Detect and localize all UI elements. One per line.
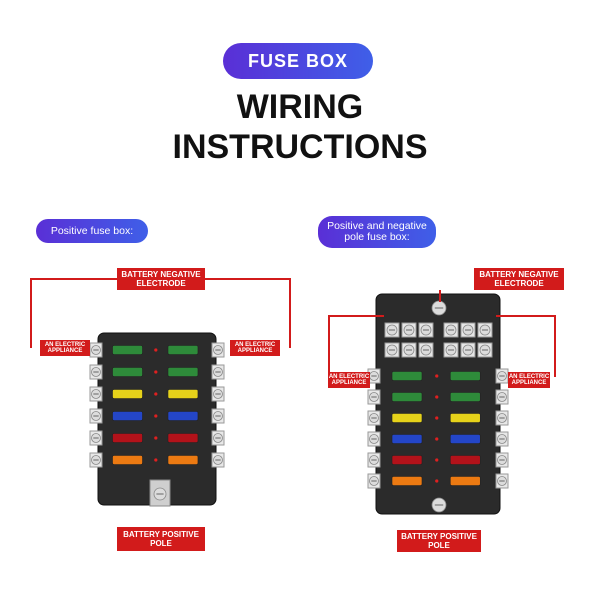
left-wire-right-vertical [289, 278, 291, 348]
right-box-fuse-left-1 [391, 392, 423, 402]
left-box-fuse-left-5 [112, 455, 143, 465]
left-box-led-2 [154, 392, 158, 396]
title-line-2: INSTRUCTIONS [172, 128, 428, 166]
right-box-fuse-right-0 [449, 371, 481, 381]
left-box-fuse-right-3 [167, 411, 199, 421]
right-box-fuse-left-5 [391, 476, 423, 486]
right-wire-right-vertical [554, 315, 556, 377]
right-box-led-3 [435, 437, 439, 441]
right-box-led-1 [435, 395, 439, 399]
left-label-battery-positive: BATTERY POSITIVE POLE [117, 527, 205, 551]
right-wire-top-center [439, 290, 441, 302]
right-wire-top-left [328, 315, 384, 317]
left-box-fuse-left-4 [112, 433, 143, 443]
left-box-led-0 [154, 348, 158, 352]
right-box-led-5 [435, 479, 439, 483]
left-box-fuse-right-2 [167, 389, 199, 399]
right-box-fuse-left-0 [391, 371, 423, 381]
right-box-fuse-left-4 [391, 455, 423, 465]
right-box-fuse-right-1 [449, 392, 481, 402]
left-wire-left-vertical [30, 278, 32, 348]
right-box-fuse-left-2 [391, 413, 423, 423]
left-box-fuse-right-4 [167, 433, 199, 443]
left-box-fuse-right-5 [167, 455, 199, 465]
left-box-fuse-right-1 [167, 367, 199, 377]
right-box-led-0 [435, 374, 439, 378]
right-box-fuse-right-5 [449, 476, 481, 486]
right-box-fuse-right-3 [449, 434, 481, 444]
right-box-fuse-left-3 [391, 434, 423, 444]
left-box-fuse-right-0 [167, 345, 199, 355]
right-caption: Positive and negative pole fuse box: [318, 216, 436, 248]
left-box-fuse-left-3 [112, 411, 143, 421]
left-wire-top-left [30, 278, 117, 280]
left-label-battery-negative: BATTERY NEGATIVE ELECTRODE [117, 268, 205, 290]
left-label-appliance-right: AN ELECTRIC APPLIANCE [230, 340, 280, 356]
left-box-fuse-left-1 [112, 367, 143, 377]
right-wire-left-vertical [328, 315, 330, 377]
left-box-led-1 [154, 370, 158, 374]
right-label-battery-positive: BATTERY POSITIVE POLE [397, 530, 481, 552]
left-box-fuse-left-0 [112, 345, 143, 355]
right-box-fuse-right-4 [449, 455, 481, 465]
left-box-led-5 [154, 458, 158, 462]
left-wire-top-right [204, 278, 291, 280]
fuse-box-badge: FUSE BOX [223, 43, 373, 79]
right-label-battery-negative: BATTERY NEGATIVE ELECTRODE [474, 268, 564, 290]
left-box-led-3 [154, 414, 158, 418]
left-label-appliance-left: AN ELECTRIC APPLIANCE [40, 340, 90, 356]
right-label-appliance-left: AN ELECTRIC APPLIANCE [328, 372, 370, 388]
right-wire-top-right [496, 315, 556, 317]
left-box-led-4 [154, 436, 158, 440]
right-label-appliance-right: AN ELECTRIC APPLIANCE [508, 372, 550, 388]
left-box-fuse-left-2 [112, 389, 143, 399]
left-caption: Positive fuse box: [36, 219, 148, 243]
title-line-1: WIRING [236, 88, 364, 126]
right-box-led-4 [435, 458, 439, 462]
right-box-led-2 [435, 416, 439, 420]
right-box-fuse-right-2 [449, 413, 481, 423]
